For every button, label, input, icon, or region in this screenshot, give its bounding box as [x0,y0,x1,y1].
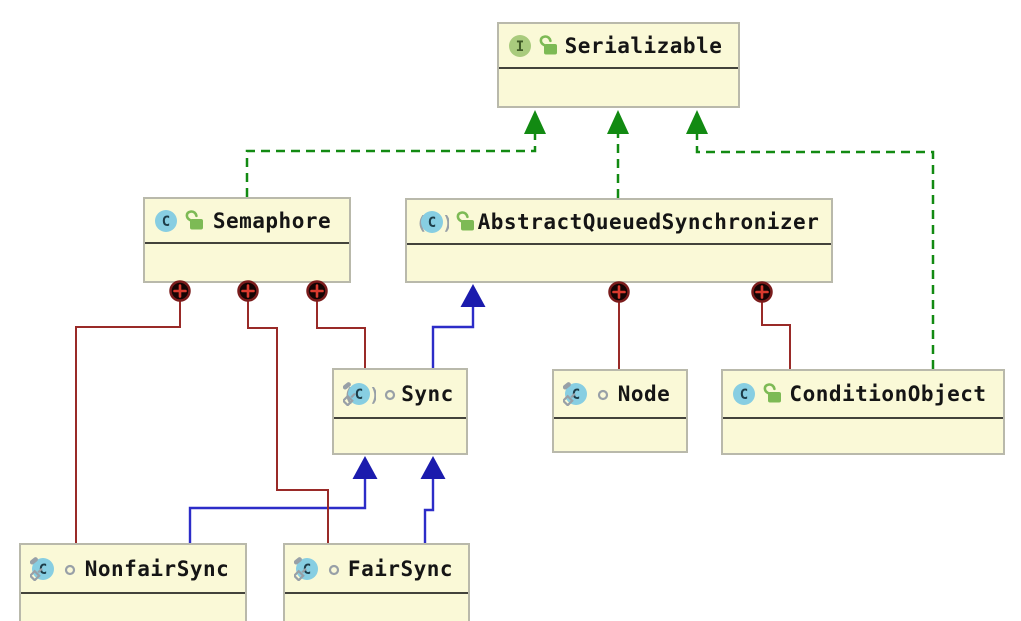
public-lock-icon [537,34,559,58]
svg-text:C: C [303,562,311,578]
implements-arrowhead-icon [686,110,708,134]
class-name: AbstractQueuedSynchronizer [477,209,820,234]
class-name: Semaphore [212,208,332,233]
class-icons: C [563,382,612,406]
class-name: Node [617,382,671,406]
class-title-row: C Node [554,371,686,419]
class-icon: C [732,382,756,406]
class-icons: I [508,34,559,58]
edge-implements-semaphore-to-serializable[interactable] [245,134,537,197]
class-title-row: C NonfairSync [21,545,245,594]
class-icons: C [732,382,783,406]
interface-icon: I [508,34,532,58]
class-node-abstractqueuedsynchronizer[interactable]: (C) AbstractQueuedSynchronizer [405,198,833,283]
extends-arrowhead-icon [420,456,446,479]
class-node-node[interactable]: C Node [552,369,688,453]
static-class-icon: C [294,556,320,581]
class-name: Sync [401,381,454,406]
class-name: ConditionObject [789,382,987,406]
class-icons: C [30,556,79,581]
svg-text:I: I [516,39,524,55]
svg-text:C: C [572,387,580,403]
edge-extends-sync-to-abstractqueuedsynchronizer[interactable] [431,306,475,368]
class-title-row: C Semaphore [145,199,349,244]
edge-implements-conditionobject-to-serializable[interactable] [695,134,935,369]
class-title-row: (C) AbstractQueuedSynchronizer [407,200,831,245]
svg-text:C: C [428,215,436,231]
svg-text:C: C [740,387,748,403]
class-icons: (C) [343,381,399,406]
class-node-fairsync[interactable]: C FairSync [283,543,470,621]
class-name: FairSync [347,556,454,581]
edge-inner-semaphore-to-sync[interactable] [316,291,366,368]
static-class-icon: C [563,382,589,406]
edge-extends-fairsync-to-sync[interactable] [423,477,435,543]
package-private-icon [381,382,399,406]
package-private-icon [61,557,79,581]
static-class-icon: C [30,556,56,581]
edge-inner-semaphore-to-fairsync[interactable] [247,291,329,543]
svg-text:C: C [355,387,363,403]
class-title-row: I Serializable [499,24,738,69]
extends-arrowhead-icon [460,284,486,307]
public-lock-icon [761,382,783,406]
class-node-nonfairsync[interactable]: C NonfairSync [19,543,247,621]
class-name: NonfairSync [84,556,230,581]
class-node-conditionobject[interactable]: C ConditionObject [721,369,1005,455]
class-icons: C [154,209,205,233]
svg-text:): ) [369,384,376,406]
extends-arrowhead-icon [352,456,378,479]
abstract-class-icon: (C) [416,210,449,234]
class-node-serializable[interactable]: I Serializable [497,22,740,108]
class-icons: (C) [416,210,476,234]
implements-arrowhead-icon [524,110,546,134]
class-title-row: (C) Sync [334,370,466,419]
abstract-static-class-icon: (C) [343,381,376,406]
edge-extends-nonfairsync-to-sync[interactable] [188,477,367,543]
class-title-row: C FairSync [285,545,468,594]
class-icon: C [154,209,178,233]
public-lock-icon [183,209,205,233]
svg-text:C: C [39,562,47,578]
class-name: Serializable [564,33,723,58]
edge-inner-abstractqueuedsynchronizer-to-conditionobject[interactable] [761,292,791,369]
edge-inner-semaphore-to-nonfairsync[interactable] [75,291,181,543]
package-private-icon [594,382,612,406]
svg-text:C: C [162,214,170,230]
package-private-icon [325,557,343,581]
svg-text:): ) [442,212,449,234]
implements-arrowhead-icon [607,110,629,134]
class-title-row: C ConditionObject [723,371,1003,419]
class-icons: C [294,556,343,581]
class-node-sync[interactable]: (C) Sync [332,368,468,455]
public-lock-icon [454,210,476,234]
class-node-semaphore[interactable]: C Semaphore [143,197,351,283]
